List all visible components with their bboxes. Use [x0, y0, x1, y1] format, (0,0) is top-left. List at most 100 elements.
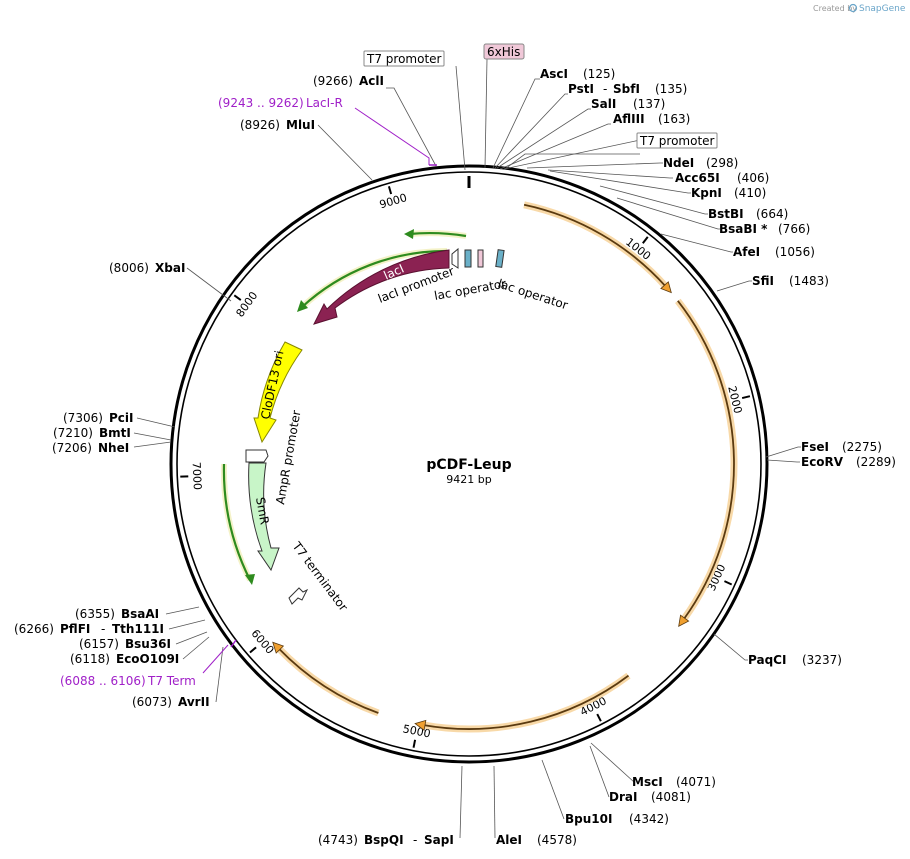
site-name-asci: AscI — [540, 67, 568, 81]
site-name-msci: MscI — [632, 775, 663, 789]
site-name-pflfi: PflFI — [60, 622, 90, 636]
lac-operator-glyph-2 — [495, 249, 505, 268]
site-pos-mlui: (8926) — [240, 118, 280, 132]
site-pos-sfii: (1483) — [789, 274, 829, 288]
smr-label: SmR — [253, 496, 272, 526]
ampr-promoter-arrow — [245, 449, 269, 463]
site-leaders — [133, 58, 801, 839]
site-pos-afei: (1056) — [775, 245, 815, 259]
t7-terminator-label: T7 terminator — [289, 539, 351, 614]
tick-label: 8000 — [233, 289, 260, 319]
plasmid-name: pCDF-Leup — [426, 457, 511, 473]
orf-orange-1 — [523, 203, 667, 288]
site-labels-left: (6073) AvrII (6118) EcoO109I (6157) Bsu3… — [14, 74, 384, 709]
site-name-pcii: PciI — [109, 411, 134, 425]
site-pos-bpu10i: (4342) — [629, 812, 669, 826]
site-pos-bsabi: (766) — [778, 222, 810, 236]
site-sep-psti: - — [603, 82, 607, 96]
snapgene-logo-icon — [848, 3, 858, 13]
t7-promoter-top-box — [363, 50, 445, 67]
lac-operator-glyph-1 — [464, 249, 472, 268]
clodf13-ori-arrow — [253, 341, 303, 444]
t7-promoter-right-label: T7 promoter — [639, 134, 715, 148]
orf-green-left-head — [245, 574, 255, 585]
t7-terminator-arrow — [288, 587, 309, 605]
site-name-fsei: FseI — [801, 440, 829, 454]
site-pos-alei: (4578) — [537, 833, 577, 847]
site-name-psti: PstI — [568, 82, 594, 96]
site-pos-drai: (4081) — [651, 790, 691, 804]
site-pos-bstbi: (664) — [756, 207, 788, 221]
site-name-sbfi: SbfI — [613, 82, 640, 96]
orf-green-laci-head — [297, 300, 308, 312]
site-name-mlui: MluI — [286, 118, 315, 132]
orf-orange-1-head — [660, 281, 672, 294]
site-pos-bspqi: (4743) — [318, 833, 358, 847]
lac-operator-label-2: lac operator — [496, 277, 570, 313]
site-name-bspqi: BspQI — [364, 833, 404, 847]
t7-promoter-top-label: T7 promoter — [366, 52, 442, 66]
tick-mark — [642, 236, 649, 244]
smr-arrow — [248, 462, 280, 572]
site-pos-avrii: (6073) — [132, 695, 172, 709]
site-pos-ecoo109i: (6118) — [70, 652, 110, 666]
orf-green-left-glow — [220, 463, 253, 582]
site-name-paqci: PaqCI — [748, 653, 786, 667]
site-name-sapi: SapI — [424, 833, 454, 847]
tick-mark — [412, 739, 417, 748]
site-name-drai: DraI — [609, 790, 637, 804]
credit-logo: SnapGene — [859, 4, 906, 14]
site-pos-bsu36i: (6157) — [79, 637, 119, 651]
site-pos-kpni: (410) — [734, 186, 766, 200]
site-pos-bsaai: (6355) — [75, 607, 115, 621]
site-pos-bmti: (7210) — [53, 426, 93, 440]
site-name-bpu10i: Bpu10I — [565, 812, 612, 826]
orf-orange-2-head — [678, 614, 690, 627]
laci-promoter-arrow — [451, 247, 459, 269]
site-name-bstbi: BstBI — [708, 207, 744, 221]
backbone-outer — [169, 164, 769, 764]
tick-mark — [724, 580, 733, 586]
tick-mark — [596, 713, 602, 722]
site-pos-paqci: (3237) — [802, 653, 842, 667]
site-name-afliii: AflIII — [613, 112, 645, 126]
site-pos-asci: (125) — [583, 67, 615, 81]
primer-t7term-name: T7 Term — [147, 674, 196, 688]
site-sep-pflfi: - — [101, 622, 105, 636]
primer-laci-r-range: (9243 .. 9262) — [218, 96, 304, 110]
left-features: lacI lacI promoter lac operator lac oper… — [220, 229, 570, 614]
site-name-acc65i: Acc65I — [675, 171, 720, 185]
site-name-afei: AfeI — [733, 245, 760, 259]
primer-leaders — [202, 107, 437, 674]
plasmid-length: 9421 bp — [446, 473, 491, 486]
site-pos-pflfi: (6266) — [14, 622, 54, 636]
primer-laci-r-name: LacI-R — [306, 96, 343, 110]
site-name-bsabi: BsaBI * — [719, 222, 768, 236]
tick-mark — [387, 186, 393, 195]
ampr-promoter-label: AmpR promoter — [273, 409, 303, 505]
orf-orange-4-head — [272, 641, 285, 654]
tick-label: 7000 — [190, 462, 204, 491]
site-sep-bspqi: - — [413, 833, 417, 847]
tick-label: 9000 — [378, 191, 409, 211]
site-name-tth111i: Tth111I — [112, 622, 164, 636]
site-pos-msci: (4071) — [676, 775, 716, 789]
credit-text: Created by — [813, 4, 857, 13]
orf-orange-2 — [677, 300, 735, 621]
primer-t7term-range: (6088 .. 6106) — [60, 674, 146, 688]
site-name-acli: AclI — [359, 74, 384, 88]
site-name-bsaai: BsaAI — [121, 607, 159, 621]
site-pos-pcii: (7306) — [63, 411, 103, 425]
tick-mark — [249, 646, 257, 654]
site-pos-sali: (137) — [633, 97, 665, 111]
site-name-kpni: KpnI — [691, 186, 722, 200]
t7-promoter-right-box — [636, 132, 718, 149]
orf-green-left — [222, 463, 251, 581]
tick-mark — [233, 294, 242, 301]
site-name-ecorv: EcoRV — [801, 455, 844, 469]
his-tag-box — [483, 43, 525, 60]
site-name-nhei: NheI — [98, 441, 129, 455]
orf-orange-3-head — [414, 719, 427, 731]
site-name-ecoo109i: EcoO109I — [116, 652, 179, 666]
orf-orange-3 — [422, 674, 630, 730]
